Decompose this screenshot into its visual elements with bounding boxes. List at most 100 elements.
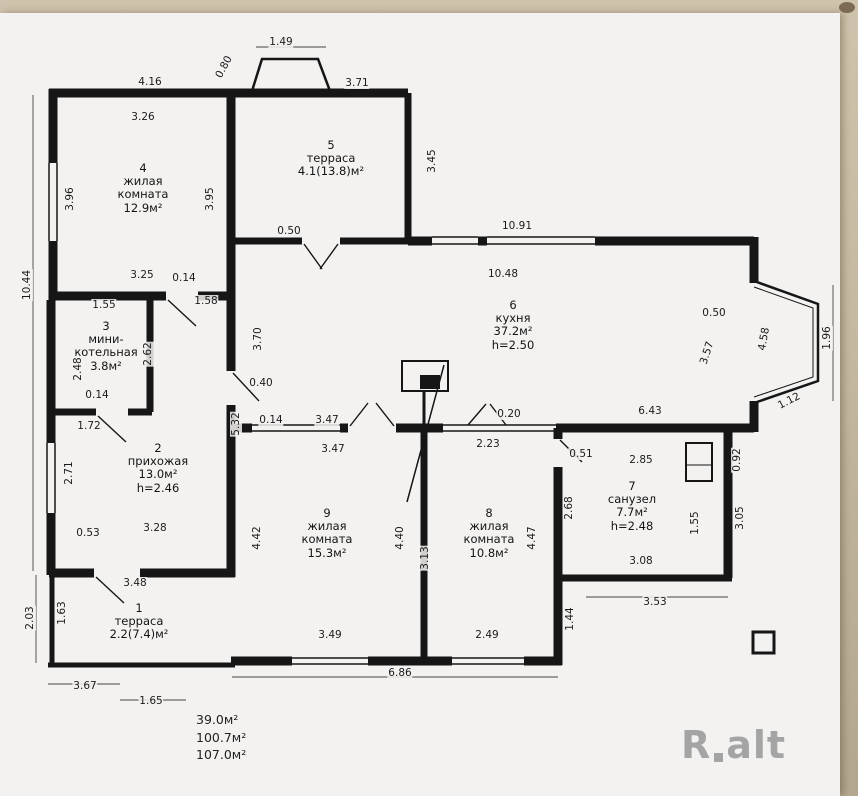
dimension-label: 1.65 — [138, 695, 164, 707]
dimension-label: 4.58 — [755, 325, 773, 353]
dimension-label: 10.48 — [486, 268, 520, 280]
watermark-letters: alt — [726, 723, 787, 767]
room-number: 1 — [135, 601, 143, 615]
room-text: терраса — [114, 614, 164, 629]
dimension-label: 3.45 — [426, 148, 438, 174]
dimension-label: 6.43 — [637, 405, 663, 417]
dimension-label: 1.72 — [76, 420, 102, 432]
dimension-label: 2.23 — [475, 438, 501, 450]
room-text: 15.3м² — [307, 545, 347, 560]
area-line: 100.7м² — [196, 729, 247, 745]
dimension-label: 3.49 — [317, 629, 343, 641]
room-text: 4.1(13.8)м² — [297, 164, 365, 179]
dimension-label: 1.44 — [564, 606, 576, 632]
dimension-label: 3.05 — [734, 505, 746, 531]
room-text: комната — [117, 187, 169, 202]
dimension-label: 4.42 — [251, 525, 263, 551]
room-text: жилая — [469, 519, 509, 534]
dimension-label: 1.63 — [56, 600, 68, 626]
dimension-label: 4.47 — [526, 525, 538, 551]
room-text: котельная — [74, 345, 138, 360]
room-text: жилая — [307, 519, 347, 534]
dimension-label: 0.20 — [496, 408, 522, 420]
room-text: 12.9м² — [123, 200, 163, 215]
dimension-label: 4.40 — [394, 525, 406, 551]
dimension-label: 3.53 — [642, 596, 668, 608]
dimension-label: 10.44 — [21, 268, 33, 302]
dimension-label: 3.95 — [204, 186, 216, 212]
dimension-label: 3.71 — [344, 77, 370, 89]
dimension-label: 6.86 — [387, 667, 413, 679]
dimension-label: 1.58 — [193, 295, 219, 307]
room-text: 37.2м² — [493, 324, 533, 339]
dimension-label: 2.62 — [142, 341, 154, 367]
watermark-dot-icon — [714, 753, 724, 762]
room-number: 9 — [323, 506, 331, 520]
room-text: кухня — [495, 311, 531, 326]
room-text: прихожая — [127, 454, 189, 469]
room-number: 2 — [154, 441, 162, 455]
total-areas: 39.0м² 100.7м² 107.0м² — [196, 711, 246, 764]
room-text: h=2.46 — [136, 480, 180, 495]
dimension-label: 3.13 — [419, 545, 431, 571]
room-number: 6 — [509, 298, 517, 312]
dimension-label: 3.25 — [129, 269, 155, 281]
watermark-letter: R — [681, 723, 712, 767]
room-number: 7 — [628, 479, 636, 493]
photo-blemish — [839, 2, 855, 13]
dimension-label: 0.51 — [568, 448, 594, 460]
dimension-label: 2.71 — [63, 460, 75, 486]
dimension-label: 1.49 — [268, 36, 294, 48]
dimension-label: 3.48 — [122, 577, 148, 589]
dimension-label: 3.47 — [320, 443, 346, 455]
dimension-label: 3.26 — [130, 111, 156, 123]
dimension-label: 0.14 — [171, 272, 197, 284]
area-line: 107.0м² — [196, 747, 247, 762]
room-text: h=2.48 — [610, 518, 654, 533]
dimension-label: 3.57 — [697, 339, 717, 367]
room-text: 3.8м² — [90, 358, 122, 373]
room-text: комната — [301, 532, 353, 547]
dimension-label: 1.55 — [689, 510, 701, 536]
room-text: 10.8м² — [469, 545, 509, 560]
room-number: 4 — [139, 161, 147, 175]
room-text: терраса — [306, 151, 356, 166]
dimension-label: 0.92 — [731, 447, 743, 473]
room-text: 7.7м² — [616, 505, 648, 520]
room-number: 8 — [485, 506, 493, 520]
dimension-label: 3.28 — [142, 522, 168, 534]
dimension-label: 2.85 — [628, 454, 654, 466]
dimension-label: 3.47 — [314, 414, 340, 426]
dimension-label: 1.12 — [774, 389, 804, 413]
dimension-label: 3.67 — [72, 680, 98, 692]
area-line: 39.0м² — [196, 712, 239, 727]
dimension-label: 0.53 — [75, 527, 101, 539]
dimension-label: 3.96 — [64, 186, 76, 212]
dimension-label: 1.55 — [91, 299, 117, 311]
dimension-label: 0.50 — [701, 307, 727, 319]
room-text: комната — [463, 532, 515, 547]
dimension-label: 10.91 — [500, 220, 534, 232]
dimension-label: 2.68 — [563, 495, 575, 521]
room-text: h=2.50 — [491, 337, 535, 352]
room-text: 13.0м² — [138, 467, 178, 482]
dimension-label: 0.40 — [248, 377, 274, 389]
room-text: 2.2(7.4)м² — [109, 627, 169, 642]
dimension-label: 0.50 — [276, 225, 302, 237]
room-number: 3 — [102, 319, 110, 333]
room-text: санузел — [607, 492, 657, 507]
dimension-label: 2.03 — [24, 605, 36, 631]
dimension-label: 1.96 — [821, 325, 833, 351]
room-number: 5 — [327, 138, 335, 152]
dimension-label: 0.14 — [258, 414, 284, 426]
